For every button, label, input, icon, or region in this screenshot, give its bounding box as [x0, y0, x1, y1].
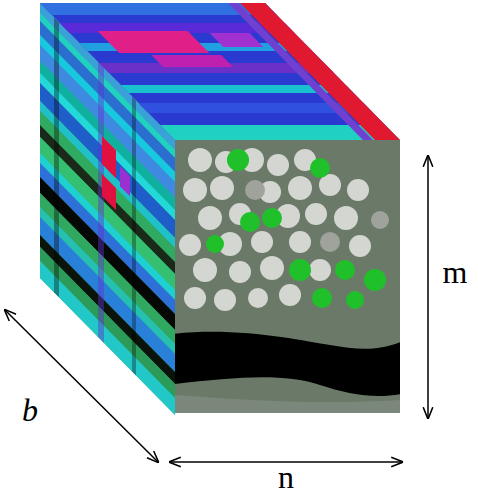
height-arrow — [427, 156, 429, 418]
row-dimension: m — [443, 256, 468, 288]
depth-arrow — [5, 310, 158, 462]
band-dimension: b — [22, 394, 38, 426]
front-image — [165, 140, 410, 413]
column-dimension: n — [278, 461, 294, 493]
top-face — [40, 3, 400, 140]
